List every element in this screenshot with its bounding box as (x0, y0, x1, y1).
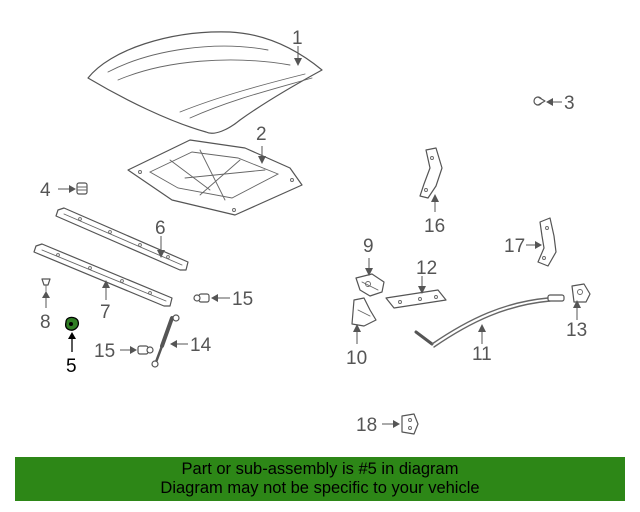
part-14-gas-strut[interactable] (151, 314, 180, 368)
callout-12-label: 12 (416, 258, 437, 279)
callout-18-label: 18 (356, 415, 377, 436)
callout-3-label: 3 (564, 93, 575, 114)
callout-12: 12 (416, 258, 437, 294)
part-11-release-cable[interactable] (414, 294, 565, 348)
callout-13: 13 (566, 300, 587, 341)
callout-15-lower-label: 15 (94, 341, 115, 362)
callout-10-label: 10 (346, 348, 367, 369)
part-16-hinge[interactable] (419, 147, 443, 199)
callout-9: 9 (363, 236, 374, 276)
part-7-seal[interactable] (33, 243, 173, 307)
callout-15-upper-label: 15 (232, 289, 253, 310)
callout-9-label: 9 (363, 236, 374, 257)
callout-7: 7 (100, 280, 111, 323)
callout-1: 1 (292, 28, 303, 66)
part-4-bumper[interactable] (76, 182, 88, 195)
part-15-ball-stud-upper[interactable] (193, 293, 210, 303)
callout-3: 3 (546, 93, 575, 114)
callout-11-label: 11 (472, 344, 492, 365)
callout-10: 10 (346, 324, 367, 369)
callout-8: 8 (40, 291, 51, 333)
callout-13-label: 13 (566, 320, 587, 341)
callout-14: 14 (170, 335, 212, 356)
banner-line-2: Diagram may not be specific to your vehi… (160, 479, 480, 497)
callout-8-label: 8 (40, 312, 51, 333)
part-6-seal[interactable] (55, 207, 189, 271)
callout-17-label: 17 (504, 236, 525, 257)
callout-14-label: 14 (190, 335, 212, 356)
part-1-hood[interactable] (87, 31, 323, 134)
callout-6: 6 (155, 218, 166, 258)
part-9-latch[interactable] (355, 273, 385, 297)
callout-2-label: 2 (256, 124, 267, 145)
callout-17: 17 (504, 236, 542, 257)
callout-16: 16 (424, 194, 445, 237)
part-10-bracket[interactable] (351, 297, 377, 327)
callout-1-label: 1 (292, 28, 303, 49)
callout-4: 4 (40, 180, 76, 201)
info-banner: Part or sub-assembly is #5 in diagram Di… (15, 457, 625, 501)
callout-5: 5 (66, 332, 77, 377)
part-2-hood-inner-panel[interactable] (127, 139, 303, 216)
part-18-clip[interactable] (401, 413, 419, 435)
callout-15-lower: 15 (94, 341, 137, 362)
callout-4-label: 4 (40, 180, 51, 201)
callout-16-label: 16 (424, 216, 445, 237)
part-13-release-handle[interactable] (571, 283, 591, 303)
callout-18: 18 (356, 415, 400, 436)
part-5-highlighted[interactable] (64, 316, 80, 331)
part-8-push-pin[interactable] (41, 278, 51, 292)
callout-7-label: 7 (100, 302, 111, 323)
callout-11: 11 (472, 324, 492, 365)
callout-5-label: 5 (66, 356, 77, 377)
part-17-hinge[interactable] (537, 217, 557, 267)
part-12-support[interactable] (385, 289, 447, 309)
callout-6-label: 6 (155, 218, 166, 239)
callout-2: 2 (256, 124, 267, 164)
callout-15-upper: 15 (211, 289, 253, 310)
part-3-clip[interactable] (533, 96, 546, 106)
banner-line-1: Part or sub-assembly is #5 in diagram (181, 460, 459, 478)
part-15-ball-stud-lower[interactable] (137, 345, 154, 355)
